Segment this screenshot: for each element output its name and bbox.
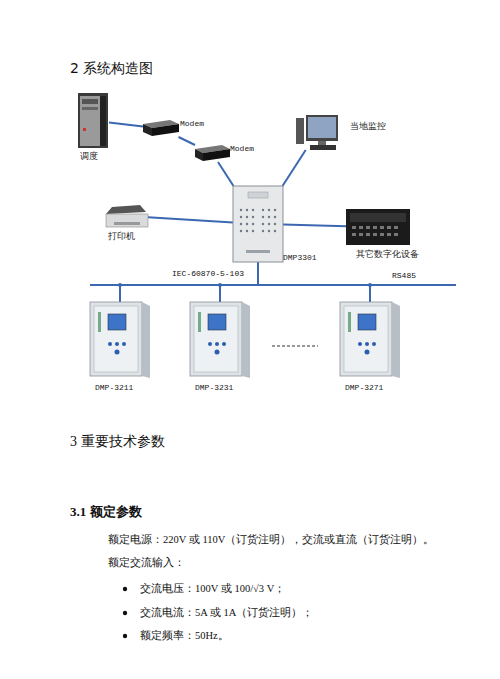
list-item: 交流电流：5A 或 1A（订货注明）； bbox=[140, 606, 313, 620]
protection-node: DMP-3211 bbox=[90, 302, 150, 377]
list-bullet bbox=[123, 634, 127, 638]
network-link bbox=[220, 262, 258, 302]
protection-device-icon bbox=[190, 302, 250, 378]
page-heading: 2 系统构造图 bbox=[70, 60, 153, 78]
cabinet-node: DMP3301 bbox=[233, 186, 283, 262]
network-link bbox=[218, 162, 234, 186]
modem-node: Modem bbox=[143, 120, 179, 137]
dashed-line bbox=[272, 346, 318, 347]
modem-node: Modem bbox=[195, 145, 230, 162]
paragraph-text: 额定电源：220V 或 110V（订货注明），交流或直流（订货注明）。 bbox=[108, 533, 434, 547]
cabinet-icon bbox=[233, 186, 283, 262]
device-label: 其它数字化设备 bbox=[356, 249, 419, 259]
modem-icon bbox=[195, 145, 230, 161]
list-bullet bbox=[123, 611, 127, 615]
device-label: 当地监控 bbox=[350, 121, 386, 131]
network-link bbox=[120, 262, 258, 302]
subsection-heading: 3.1 额定参数 bbox=[70, 503, 142, 521]
monitor-node: 当地监控 bbox=[296, 115, 338, 150]
network-link bbox=[179, 137, 196, 145]
network-link bbox=[109, 122, 143, 126]
device-label: Modem bbox=[180, 119, 204, 129]
device-label: 打印机 bbox=[108, 231, 135, 241]
network-link bbox=[283, 225, 346, 227]
bus-node bbox=[218, 283, 222, 287]
bus-node bbox=[368, 283, 372, 287]
list-item: 额定频率：50Hz。 bbox=[140, 629, 229, 643]
bus-line bbox=[90, 284, 456, 286]
list-bullet bbox=[123, 587, 127, 591]
device-label: DMP-3271 bbox=[345, 383, 383, 393]
protection-node: DMP-3271 bbox=[340, 302, 400, 377]
protection-device-icon bbox=[340, 302, 400, 378]
protection-node: DMP-3231 bbox=[190, 302, 250, 377]
protection-device-icon bbox=[90, 302, 150, 378]
monitor-icon bbox=[296, 115, 338, 150]
printer-icon bbox=[106, 205, 148, 227]
device-label: DMP-3231 bbox=[195, 383, 233, 393]
computer-icon bbox=[78, 93, 108, 148]
network-link bbox=[258, 262, 370, 302]
device-node: 其它数字化设备 bbox=[346, 209, 410, 245]
device-label: DMP3301 bbox=[283, 253, 317, 263]
protocol-label: IEC-60870-5-103 bbox=[172, 268, 244, 279]
rack-device-icon bbox=[346, 209, 410, 245]
paragraph-text: 额定交流输入： bbox=[108, 556, 185, 570]
device-label: 调度 bbox=[80, 151, 98, 161]
network-link bbox=[148, 217, 233, 222]
dispatch-node: 调度 bbox=[77, 92, 109, 149]
device-label: DMP-3211 bbox=[95, 383, 133, 393]
bus-label: RS485 bbox=[392, 270, 416, 281]
network-link bbox=[283, 150, 306, 186]
list-item: 交流电压：100V 或 100/√3 V； bbox=[140, 582, 285, 596]
printer-node: 打印机 bbox=[106, 205, 148, 227]
modem-icon bbox=[143, 120, 179, 136]
section-heading: 3 重要技术参数 bbox=[70, 432, 165, 451]
bus-node bbox=[118, 283, 122, 287]
device-label: Modem bbox=[230, 144, 254, 154]
